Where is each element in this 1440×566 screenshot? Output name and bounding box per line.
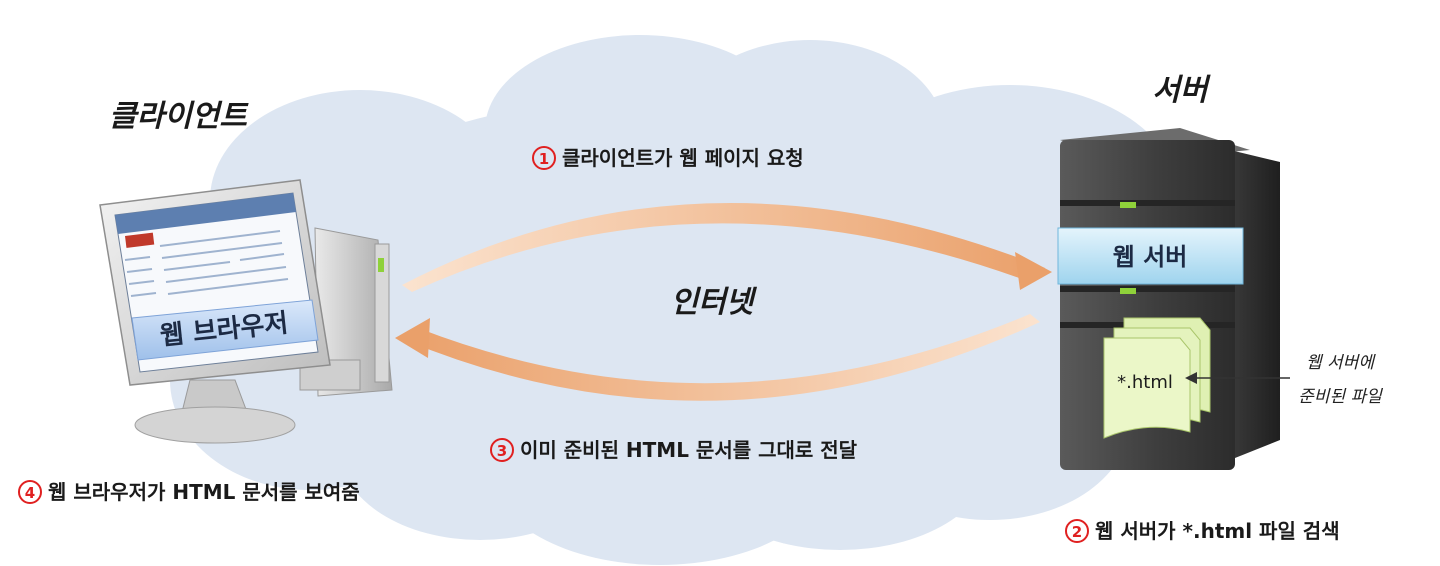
step-3-text: 이미 준비된 HTML 문서를 그대로 전달 <box>520 438 858 462</box>
monitor-icon <box>99 179 393 444</box>
web-server-label: 웹 서버 <box>1113 243 1188 271</box>
client-title: 클라이언트 <box>109 99 249 134</box>
internet-cloud <box>170 35 1190 565</box>
step-4: 4 웹 브라우저가 HTML 문서를 보여줌 <box>18 480 360 504</box>
step-3-number: 3 <box>497 442 507 460</box>
step-4-number: 4 <box>25 484 35 502</box>
request-arrow <box>402 203 1052 292</box>
note-pointer-head <box>1185 372 1197 384</box>
internet-label: 인터넷 <box>671 285 758 320</box>
server-note-line2: 준비된 파일 <box>1298 387 1383 407</box>
step-1-number: 1 <box>539 150 549 168</box>
document-stack-icon <box>1103 317 1211 439</box>
step-1: 1 클라이언트가 웹 페이지 요청 <box>532 146 804 170</box>
step-3: 3 이미 준비된 HTML 문서를 그대로 전달 <box>490 438 858 462</box>
step-2-number: 2 <box>1072 523 1082 541</box>
step-2: 2 웹 서버가 *.html 파일 검색 <box>1065 519 1340 543</box>
server-note-line1: 웹 서버에 <box>1306 353 1376 373</box>
server-title: 서버 <box>1152 73 1211 108</box>
step-2-text: 웹 서버가 *.html 파일 검색 <box>1095 519 1340 543</box>
step-1-text: 클라이언트가 웹 페이지 요청 <box>562 146 804 170</box>
response-arrow <box>395 314 1040 401</box>
html-file-label: *.html <box>1117 372 1173 393</box>
step-4-text: 웹 브라우저가 HTML 문서를 보여줌 <box>48 480 360 504</box>
